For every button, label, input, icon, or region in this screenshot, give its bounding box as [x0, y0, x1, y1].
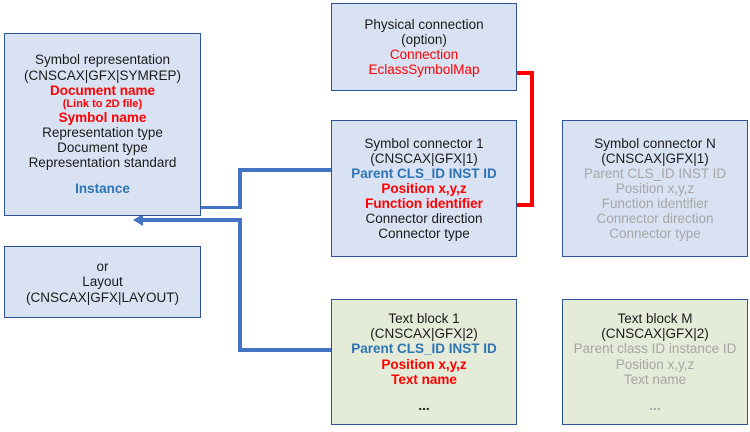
blue-connector2-horizontal-left [143, 218, 241, 222]
box-line: Document name [49, 82, 156, 98]
box-line-ellipsis: ... [418, 397, 430, 413]
box-line: Position x,y,z [381, 180, 467, 196]
box-symbol-connector-n[interactable]: Symbol connector N (CNSCAX|GFX|1) Parent… [562, 120, 748, 257]
box-line: Connector direction [596, 211, 714, 227]
box-line-parent-id: Parent CLS_ID INST ID [351, 165, 497, 181]
box-line: Representation type [42, 125, 163, 141]
box-line: EclassSymbolMap [368, 62, 480, 78]
box-layout[interactable]: or Layout (CNSCAX|GFX|LAYOUT) [4, 246, 201, 318]
box-line: Connection [389, 47, 459, 62]
box-symbol-representation[interactable]: Symbol representation (CNSCAX|GFX|SYMREP… [4, 33, 201, 216]
box-line: Parent CLS_ID INST ID [583, 165, 727, 181]
box-line: Symbol representation [34, 52, 171, 68]
box-line: Symbol name [58, 110, 147, 126]
box-line: Connector direction [365, 211, 483, 227]
box-line: Document type [57, 140, 148, 156]
box-line: Position x,y,z [615, 356, 695, 372]
red-connector-vertical [530, 70, 534, 207]
blue-connector2-horizontal-right [238, 348, 332, 352]
box-line: (CNSCAX|GFX|SYMREP) [23, 67, 182, 83]
box-line-ellipsis: ... [649, 397, 661, 413]
blue-arrowhead-instance-2 [133, 213, 143, 226]
box-line: Connector type [378, 226, 470, 242]
box-line-parent-id: Parent CLS_ID INST ID [351, 341, 497, 357]
box-physical-connection[interactable]: Physical connection (option) Connection … [331, 3, 517, 91]
box-line: Symbol connector 1 [364, 135, 484, 151]
blue-connector2-vertical [238, 218, 242, 352]
box-line: or [96, 259, 109, 275]
box-line: Position x,y,z [381, 356, 467, 372]
box-line: (CNSCAX|GFX|LAYOUT) [25, 289, 180, 305]
box-symbol-connector-1[interactable]: Symbol connector 1 (CNSCAX|GFX|1) Parent… [331, 120, 517, 257]
box-line: Symbol connector N [594, 135, 716, 151]
box-line: Text name [623, 371, 687, 387]
blue-connector1-vertical [238, 168, 242, 209]
box-line: Position x,y,z [615, 180, 695, 196]
box-line: (option) [401, 31, 447, 47]
box-text-block-m[interactable]: Text block M (CNSCAX|GFX|2) Parent class… [562, 299, 748, 425]
box-line: Text block 1 [388, 311, 460, 327]
box-line: Function identifier [365, 196, 483, 212]
box-line-instance: Instance [75, 181, 130, 197]
box-line: Representation standard [28, 155, 177, 171]
box-line: Text block M [617, 311, 693, 327]
box-line: Function identifier [601, 196, 709, 212]
box-line: Connector type [609, 226, 701, 242]
box-line: Layout [82, 274, 123, 290]
box-line: (CNSCAX|GFX|2) [601, 326, 709, 342]
box-line: (Link to 2D file) [62, 97, 143, 110]
box-line: Physical connection [364, 16, 484, 32]
blue-connector1-horizontal-right [238, 168, 332, 172]
box-line: (CNSCAX|GFX|1) [601, 150, 709, 166]
box-line: Parent class ID instance ID [573, 341, 737, 357]
box-line: (CNSCAX|GFX|2) [370, 326, 478, 342]
box-text-block-1[interactable]: Text block 1 (CNSCAX|GFX|2) Parent CLS_I… [331, 299, 517, 425]
box-line: Text name [391, 371, 457, 387]
box-line: (CNSCAX|GFX|1) [370, 150, 478, 166]
